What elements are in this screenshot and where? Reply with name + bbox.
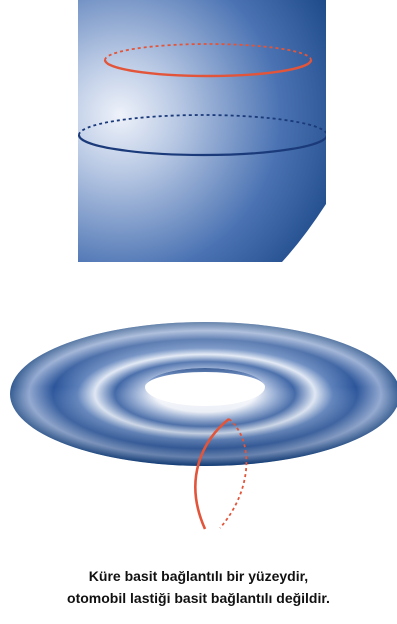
topology-figure	[0, 0, 397, 540]
caption-line-2: otomobil lastiği basit bağlantılı değild…	[0, 587, 397, 609]
caption: Küre basit bağlantılı bir yüzeydir, otom…	[0, 565, 397, 609]
sphere-surface	[78, 0, 326, 262]
torus	[10, 322, 397, 529]
caption-line-1: Küre basit bağlantılı bir yüzeydir,	[0, 565, 397, 587]
sphere	[78, 0, 327, 262]
